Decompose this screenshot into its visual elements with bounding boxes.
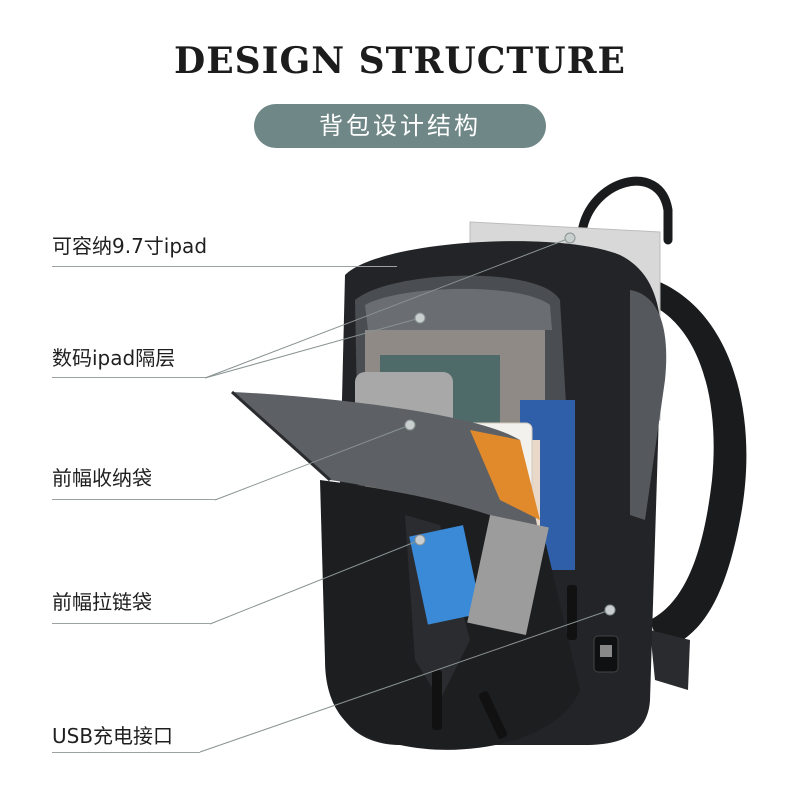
front-flap (232, 392, 540, 540)
callout-label: USB充电接口 (52, 724, 174, 748)
carry-handle (577, 176, 673, 245)
pocket-insert (467, 514, 549, 636)
leader-line-front-pocket (214, 424, 411, 501)
callout-front-zip-pocket: 前幅拉链袋 (52, 586, 152, 615)
zipper-pull (567, 585, 577, 640)
usb-connector (600, 645, 612, 657)
callout-label: 前幅收纳袋 (52, 466, 152, 490)
leader-line-zip-pocket (209, 539, 421, 625)
leader-dot (404, 419, 416, 431)
leader-line-usb (199, 609, 611, 753)
leader-dot (414, 534, 426, 546)
callout-usb-port: USB充电接口 (52, 720, 173, 749)
flap-edge (230, 390, 332, 482)
callout-ipad-capacity: 可容纳9.7寸ipad (52, 230, 207, 259)
leader-line-digital (204, 317, 421, 379)
callout-label: 数码ipad隔层 (52, 346, 176, 370)
leader-dot (604, 604, 616, 616)
leader-dot (564, 232, 576, 244)
zipper-pull (478, 691, 508, 739)
callout-underline (52, 377, 206, 378)
callout-underline (52, 752, 200, 753)
callout-underline (52, 623, 210, 624)
subtitle-badge: 背包设计结构 (254, 104, 546, 148)
callout-label: 可容纳9.7寸ipad (52, 234, 208, 258)
page-title: DESIGN STRUCTURE (174, 40, 626, 82)
callout-label: 前幅拉链袋 (52, 590, 152, 614)
accent-lining (470, 430, 540, 520)
leader-lines (199, 237, 611, 753)
callout-digital-compartment: 数码ipad隔层 (52, 342, 175, 371)
zipper-pull (432, 670, 442, 730)
leader-dots (404, 232, 616, 616)
callout-underline (52, 266, 397, 267)
side-pocket (630, 290, 667, 520)
leader-dot (414, 312, 426, 324)
card-in-pocket (409, 525, 482, 625)
strap-buckle (650, 630, 690, 690)
leader-line-ipad (204, 237, 571, 379)
callout-underline (52, 499, 216, 500)
callout-front-pocket: 前幅收纳袋 (52, 462, 152, 491)
shoulder-strap (640, 275, 747, 650)
